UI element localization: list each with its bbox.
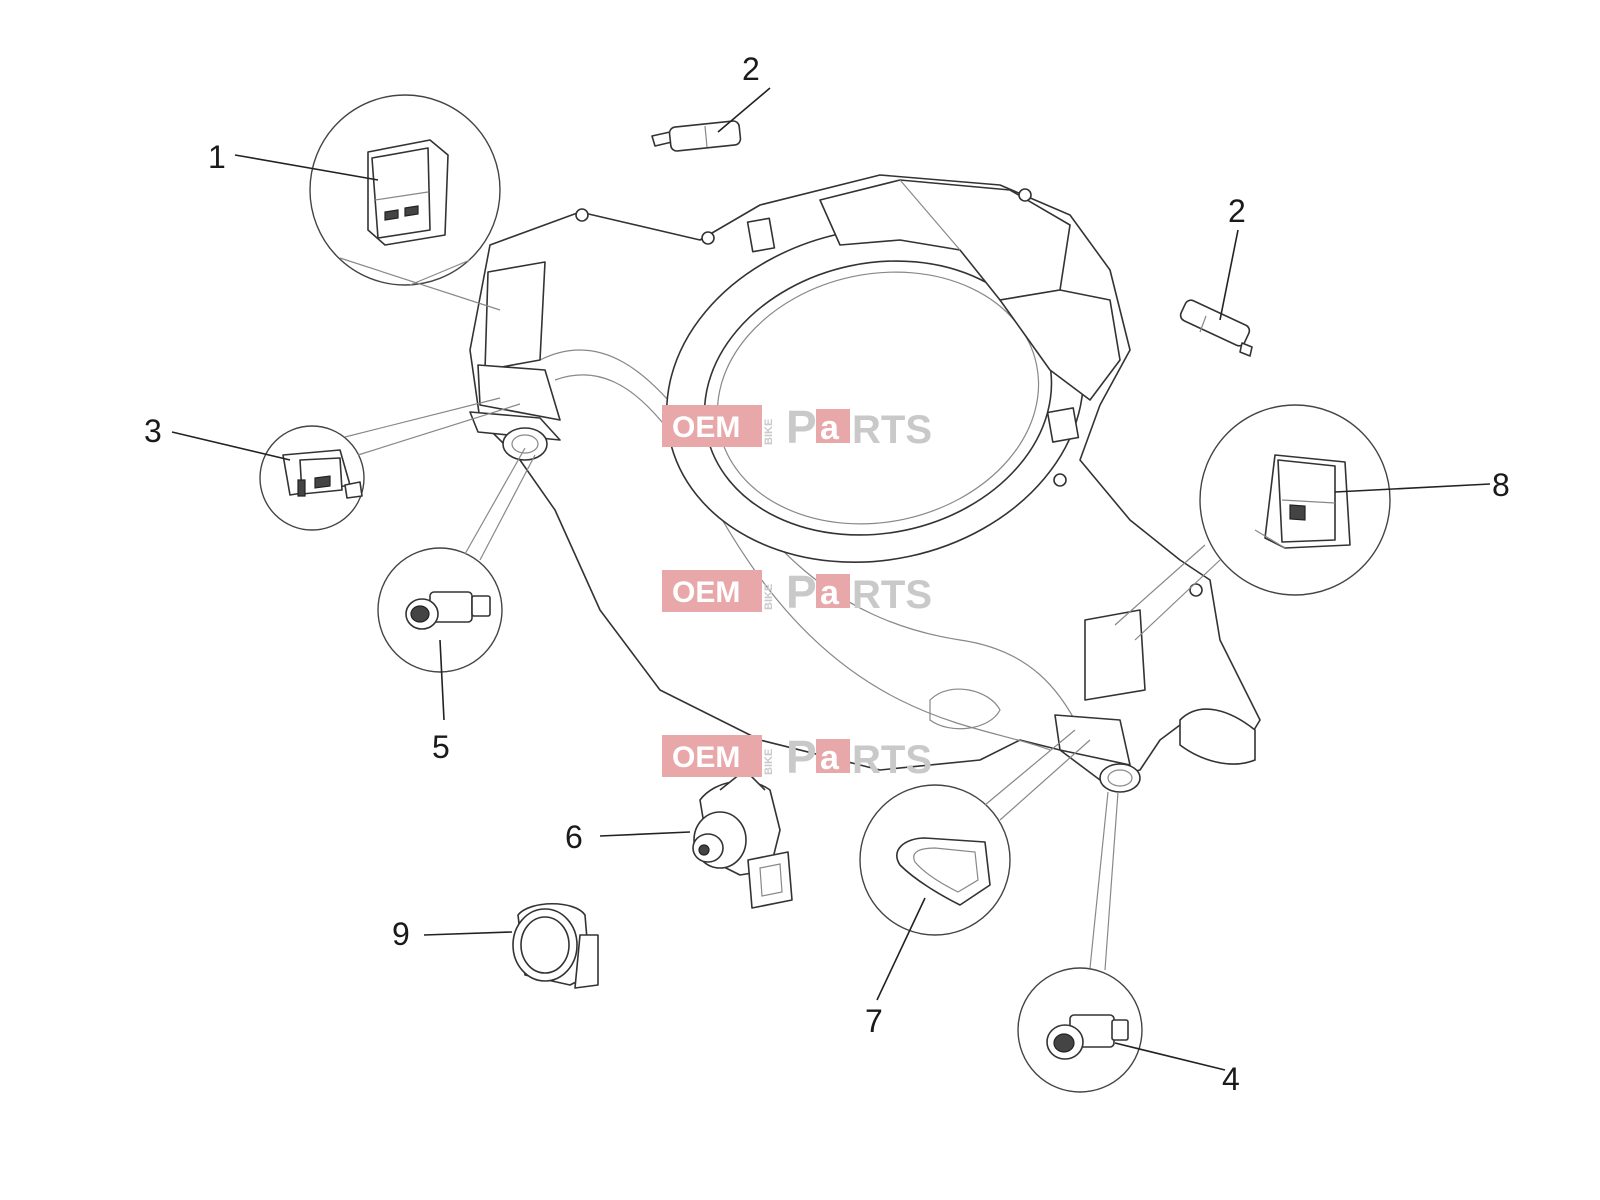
svg-text:BIKE: BIKE (763, 419, 775, 445)
svg-text:a: a (820, 409, 840, 447)
part-4-hazard-button (1017, 791, 1143, 1093)
svg-text:P: P (786, 731, 817, 783)
svg-text:OEM: OEM (672, 411, 740, 444)
part-9-lock-ring (512, 902, 599, 989)
svg-text:RTS: RTS (852, 408, 932, 452)
leader-lines (171, 87, 1491, 1071)
callout-5: 5 (432, 729, 450, 765)
part-8-start-stop-switch (1114, 404, 1391, 641)
watermark-1: OEM BIKE P a RTS (662, 401, 932, 453)
svg-text:OEM: OEM (672, 741, 740, 774)
part-7-switch-bezel (859, 729, 1091, 936)
part-2-bulb-right (1179, 299, 1253, 357)
svg-text:BIKE: BIKE (763, 584, 775, 610)
svg-text:OEM: OEM (672, 576, 740, 609)
svg-text:BIKE: BIKE (763, 749, 775, 775)
callout-4: 4 (1222, 1061, 1240, 1097)
svg-text:a: a (820, 574, 840, 612)
part-2-bulb-top (651, 120, 742, 152)
callout-6: 6 (565, 819, 583, 855)
svg-text:RTS: RTS (852, 738, 932, 782)
part-1-light-switch (309, 94, 501, 311)
part-3-indicator-switch (259, 397, 521, 531)
watermark-2: OEM BIKE P a RTS (662, 566, 932, 618)
callout-2-right: 2 (1228, 193, 1246, 229)
svg-text:P: P (786, 566, 817, 618)
svg-text:a: a (820, 739, 840, 777)
callout-3: 3 (144, 413, 162, 449)
callout-8: 8 (1492, 467, 1510, 503)
callout-numbers: 1 2 2 3 5 6 9 8 7 4 (144, 51, 1510, 1097)
callout-9: 9 (392, 916, 410, 952)
part-5-horn-button (377, 447, 536, 673)
svg-text:RTS: RTS (852, 573, 932, 617)
part-6-ignition-lock (692, 769, 793, 909)
callout-1: 1 (208, 139, 226, 175)
svg-text:P: P (786, 401, 817, 453)
watermark-3: OEM BIKE P a RTS (662, 731, 932, 783)
callout-2-top: 2 (742, 51, 760, 87)
handlebar-cover (469, 174, 1261, 793)
callout-7: 7 (865, 1003, 883, 1039)
